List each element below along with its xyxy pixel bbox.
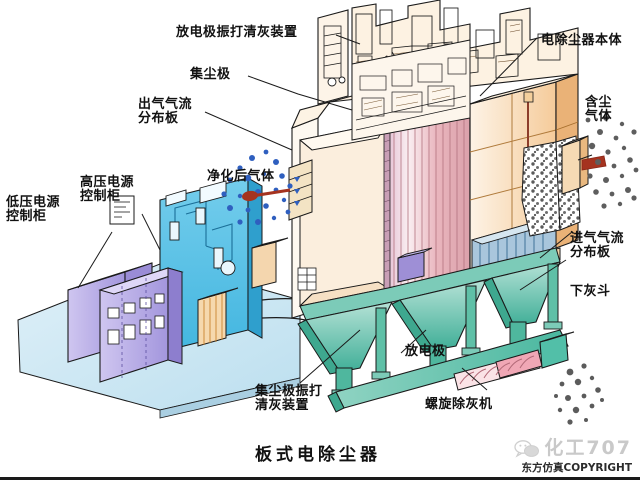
ash-hoppers (297, 247, 563, 399)
label-hv-power-cabinet: 高压电源 控制柜 (80, 175, 135, 204)
outlet-distributor-grid (288, 159, 313, 221)
watermark-copyright: 东方仿真COPYRIGHT (521, 462, 633, 474)
inlet-nozzle (561, 135, 607, 195)
label-clean-gas: 净化后气体 (207, 169, 275, 184)
leader-lines (77, 34, 593, 391)
hv-power-cabinet-shape (98, 195, 239, 383)
label-inlet-gas-distributor: 进气气流 分布板 (570, 231, 625, 260)
watermark: 化工707 东方仿真COPYRIGHT (514, 433, 632, 475)
label-collecting-electrode: 集尘极 (190, 67, 231, 82)
label-outlet-gas-distributor: 出气气流 分布板 (138, 97, 193, 126)
esp-outlet-chamber (288, 101, 390, 319)
rapping-machinery (317, 0, 579, 141)
label-rapper-discharge: 放电极振打清灰装置 (176, 25, 298, 40)
watermark-brand-text: 化工707 (544, 437, 632, 459)
wall-panel (109, 195, 135, 225)
label-dusty-gas: 含尘 气体 (585, 95, 613, 124)
label-screw-conveyor: 螺旋除灰机 (425, 397, 493, 412)
watermark-brand: 化工707 (514, 433, 632, 460)
wechat-icon (514, 439, 540, 458)
label-collecting-rapper: 集尘极振打 清灰装置 (255, 384, 323, 413)
label-discharge-electrode: 放电极 (405, 344, 446, 359)
falling-dust-particles (554, 363, 604, 425)
label-esp-body: 电除尘器本体 (541, 33, 623, 48)
clean-gas-particles (221, 149, 293, 225)
diagram-title: 板式电除尘器 (255, 445, 381, 465)
label-ash-hopper: 下灰斗 (570, 284, 611, 299)
label-lv-power-cabinet: 低压电源 控制柜 (6, 195, 61, 224)
dusty-gas-particles (585, 115, 639, 209)
